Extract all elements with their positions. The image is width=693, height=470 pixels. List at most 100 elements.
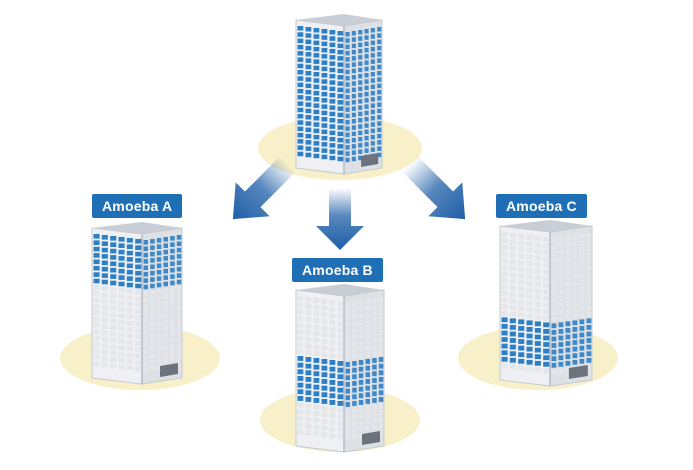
- building-window: [135, 258, 142, 263]
- building-window: [163, 300, 168, 306]
- building-window: [176, 305, 182, 310]
- building-window: [518, 319, 525, 325]
- building-window: [93, 310, 100, 316]
- building-window: [163, 281, 168, 287]
- building-window: [372, 364, 377, 370]
- building-window: [313, 378, 320, 383]
- building-window: [297, 151, 304, 157]
- building-window: [170, 338, 175, 343]
- building-window: [378, 423, 384, 429]
- building-window: [135, 309, 142, 314]
- building-window: [352, 414, 357, 420]
- building-window: [345, 335, 350, 341]
- building-window: [345, 355, 350, 361]
- building-window: [370, 59, 375, 64]
- building-window: [337, 68, 344, 74]
- building-window: [170, 312, 175, 318]
- building-window: [313, 344, 320, 350]
- building-window: [101, 266, 108, 272]
- building-window: [337, 307, 344, 313]
- building-window: [352, 434, 357, 440]
- building-window: [305, 127, 312, 133]
- building-window: [297, 389, 304, 395]
- building-window: [509, 364, 516, 370]
- building-window: [351, 68, 356, 74]
- building-window: [351, 37, 356, 42]
- building-window: [351, 150, 356, 155]
- building-window: [358, 326, 364, 332]
- building-window: [118, 237, 125, 242]
- building-window: [558, 283, 564, 288]
- building-window: [372, 331, 377, 337]
- building-window: [170, 331, 175, 337]
- building-window: [543, 269, 550, 275]
- building-window: [93, 234, 100, 239]
- building-window: [518, 286, 525, 292]
- building-window: [150, 283, 155, 289]
- building-window: [305, 146, 312, 151]
- building-window: [501, 232, 508, 237]
- building-window: [329, 86, 336, 92]
- building-window: [297, 38, 304, 44]
- building-window: [518, 293, 525, 298]
- arrow-to-amoeba-a: [232, 156, 296, 220]
- building-window: [377, 152, 382, 158]
- building-window: [365, 312, 370, 318]
- building-window: [358, 380, 364, 385]
- building-window: [358, 155, 363, 161]
- building-window: [358, 313, 364, 319]
- building-window: [163, 358, 168, 363]
- building-window: [372, 324, 377, 330]
- building-window: [551, 284, 557, 289]
- building-window: [150, 245, 155, 250]
- building-window: [163, 326, 168, 331]
- building-window: [321, 379, 328, 384]
- building-window: [378, 323, 384, 329]
- building-window: [297, 132, 304, 138]
- building-window: [345, 322, 350, 327]
- building-window: [297, 101, 304, 106]
- building-window: [558, 276, 564, 282]
- building-window: [501, 245, 508, 250]
- building-window: [558, 348, 564, 354]
- building-window: [345, 126, 350, 131]
- building-window: [345, 402, 350, 407]
- building-window: [321, 339, 328, 344]
- building-window: [572, 281, 578, 286]
- building-window: [135, 245, 142, 250]
- building-window: [352, 367, 357, 373]
- building-window: [337, 314, 344, 320]
- building-window: [313, 59, 320, 64]
- building-window: [329, 366, 336, 372]
- building-window: [329, 326, 336, 332]
- building-window: [329, 433, 336, 439]
- building-window: [101, 260, 108, 266]
- building-window: [329, 306, 336, 312]
- building-window: [150, 353, 155, 359]
- building-window: [118, 300, 125, 306]
- building-window: [143, 271, 148, 277]
- building-window: [110, 280, 117, 286]
- building-window: [321, 319, 328, 324]
- building-window: [135, 334, 142, 340]
- building-window: [518, 358, 525, 364]
- building-window: [586, 265, 592, 271]
- building-window: [329, 360, 336, 365]
- building-window: [372, 358, 377, 363]
- building-window: [305, 102, 312, 107]
- building-window: [329, 155, 336, 161]
- building-window: [170, 344, 175, 350]
- building-window: [101, 254, 108, 259]
- building-window: [329, 426, 336, 432]
- amoeba-b-label: Amoeba B: [292, 258, 383, 282]
- building-window: [551, 356, 557, 362]
- building-window: [329, 143, 336, 148]
- building-window: [358, 400, 364, 405]
- building-window: [118, 249, 125, 255]
- building-window: [358, 346, 364, 352]
- building-window: [313, 65, 320, 71]
- building-window: [305, 297, 312, 302]
- building-window: [534, 328, 541, 333]
- building-window: [345, 157, 350, 163]
